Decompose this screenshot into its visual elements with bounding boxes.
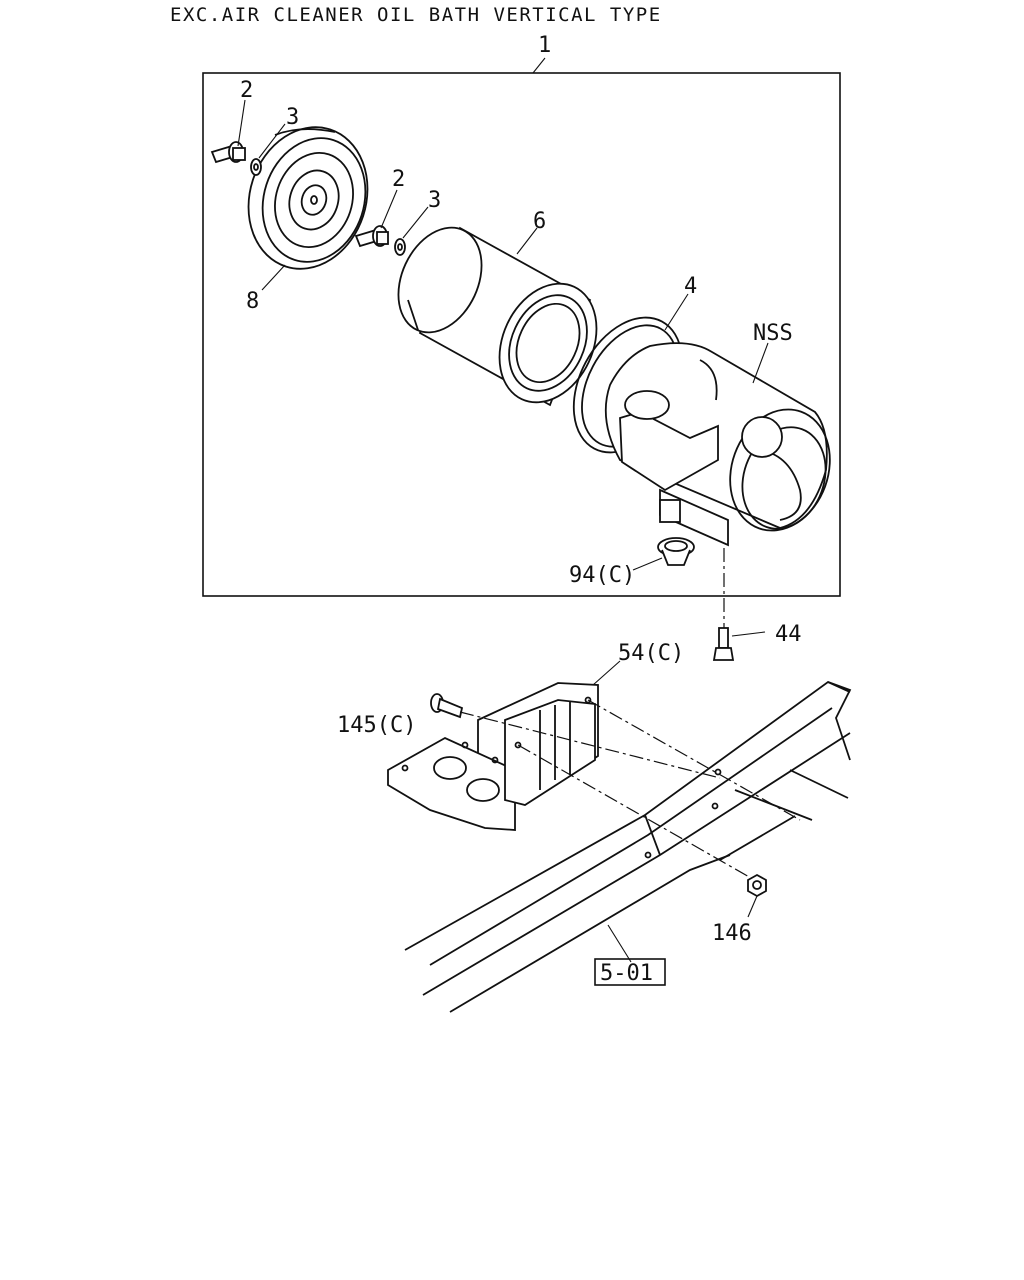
washer-b-part [394,238,406,256]
cap-part [657,537,695,566]
callout-nut: 146 [712,921,752,946]
callout-bracket-bolt: 145(C) [337,713,416,738]
filter-element-part [397,226,598,407]
frame-rail [404,680,852,1013]
wing-bolt-b-part [354,225,389,248]
mounting-bracket-part [387,682,599,831]
assembly-frame [202,72,841,597]
wing-bolt-a-part [210,141,246,164]
callout-element: 6 [533,209,546,234]
callout-cover: 8 [246,289,259,314]
callout-body: NSS [753,321,793,346]
callout-assembly: 1 [538,33,551,58]
callout-cap: 94(C) [569,563,635,588]
callout-washer-a: 3 [286,105,299,130]
cover-part [247,126,369,270]
callout-bolt: 44 [775,622,802,647]
callout-washer-b: 3 [428,188,441,213]
callout-bracket: 54(C) [618,641,684,666]
callout-wing-bolt-a: 2 [240,78,253,103]
bracket-bolt-part [430,693,464,719]
diagram-title: EXC.AIR CLEANER OIL BATH VERTICAL TYPE [170,4,662,26]
washer-a-part [250,158,262,176]
bolt-part [712,627,735,661]
callout-wing-bolt-b: 2 [392,167,405,192]
callout-gasket: 4 [684,274,697,299]
air-cleaner-body-part [604,342,831,547]
nut-part [747,873,767,898]
frame-ref-box [594,958,666,986]
callout-frame-ref: 5-01 [600,961,653,986]
